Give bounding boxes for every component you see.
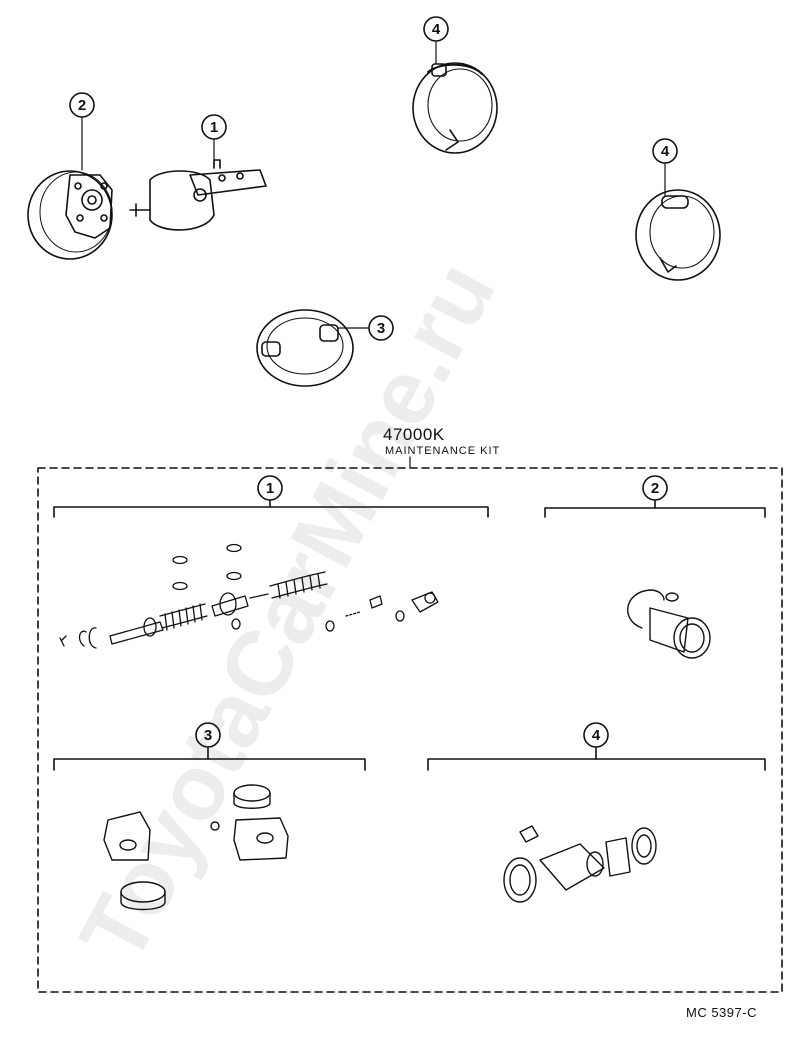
callout-top-2: 2 xyxy=(69,92,95,118)
callout-top-1: 1 xyxy=(201,114,227,140)
kit-wheel-cylinder-parts xyxy=(503,825,657,903)
brake-shoe-set-lower xyxy=(256,309,369,387)
kit-master-cylinder-parts xyxy=(59,543,439,649)
master-cylinder-assembly xyxy=(129,139,267,231)
brake-shoe-set-upper xyxy=(412,41,498,154)
brake-shoe-set-right xyxy=(635,163,721,281)
svg-text:4: 4 xyxy=(432,21,441,38)
kit-booster-seal-parts xyxy=(627,589,711,659)
bracket-group-3: 3 xyxy=(53,722,366,771)
kit-name: MAINTENANCE KIT xyxy=(385,445,501,457)
kit-boundary xyxy=(37,456,783,993)
svg-text:2: 2 xyxy=(78,97,86,114)
kit-part-number: 47000K xyxy=(383,425,445,444)
bracket-group-1: 1 xyxy=(53,475,489,518)
svg-text:1: 1 xyxy=(210,119,218,136)
bracket-group-2: 2 xyxy=(544,475,766,518)
bracket-group-4: 4 xyxy=(427,722,766,771)
figure-code: MC 5397-C xyxy=(686,1005,757,1020)
callout-top-3: 3 xyxy=(368,315,394,341)
svg-text:3: 3 xyxy=(377,320,385,337)
svg-text:1: 1 xyxy=(266,480,274,497)
callout-top-4a: 4 xyxy=(423,16,449,42)
svg-text:4: 4 xyxy=(661,143,670,160)
svg-text:2: 2 xyxy=(651,480,659,497)
brake-booster-assembly xyxy=(27,117,113,260)
svg-text:4: 4 xyxy=(592,727,601,744)
kit-caliper-parts xyxy=(103,784,289,911)
svg-text:3: 3 xyxy=(204,727,212,744)
callout-top-4b: 4 xyxy=(652,138,678,164)
